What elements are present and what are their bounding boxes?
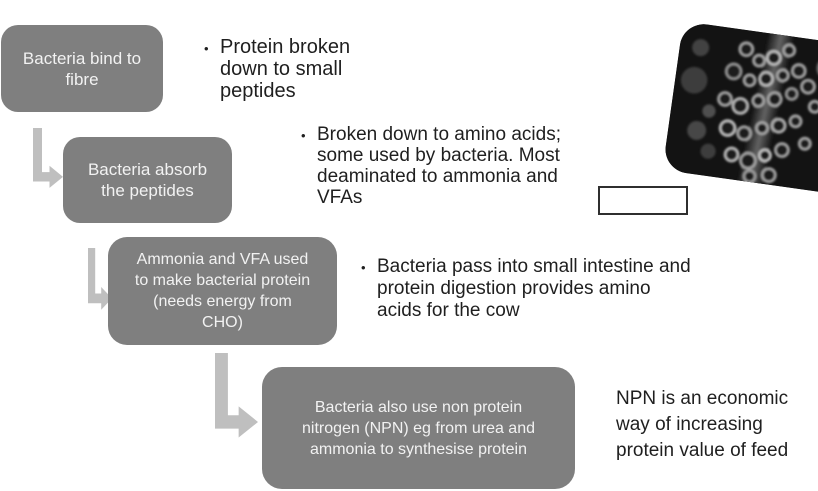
bullet-marker: • [301, 128, 306, 143]
bullet-marker: • [361, 260, 366, 275]
bullet-text: Broken down to amino acids; some used by… [317, 124, 561, 208]
npn-side-note: NPN is an economic way of increasing pro… [616, 388, 789, 461]
flow-box-bacteria-absorb-peptides: Bacteria absorb the peptides [63, 137, 232, 223]
flow-box-npn-synthesis: Bacteria also use non protein nitrogen (… [262, 367, 575, 489]
elbow-arrow-icon [88, 248, 112, 310]
flow-box-label: Bacteria bind to fibre [22, 48, 142, 89]
bullet-text: Protein broken down to small peptides [220, 36, 351, 102]
elbow-arrow-icon [33, 128, 63, 188]
flow-box-label: Bacteria also use non protein nitrogen (… [302, 398, 535, 458]
bacteria-micrograph-image [662, 21, 818, 195]
flow-box-ammonia-vfa-protein: Ammonia and VFA used to make bacterial p… [108, 237, 337, 345]
bullet-text: Bacteria pass into small intestine and p… [377, 256, 691, 321]
flow-box-label: Bacteria absorb the peptides [87, 160, 208, 200]
elbow-arrow-icon [215, 353, 258, 438]
empty-label-box [598, 186, 688, 215]
flow-box-bacteria-bind-to-fibre: Bacteria bind to fibre [1, 25, 163, 112]
bullet-item-small-intestine: • Bacteria pass into small intestine and… [361, 256, 691, 322]
bullet-marker: • [204, 41, 209, 56]
bullet-item-protein-broken: • Protein broken down to small peptides [204, 36, 350, 102]
flow-box-label: Ammonia and VFA used to make bacterial p… [134, 251, 311, 331]
bullet-item-amino-acids: • Broken down to amino acids; some used … [301, 124, 561, 208]
